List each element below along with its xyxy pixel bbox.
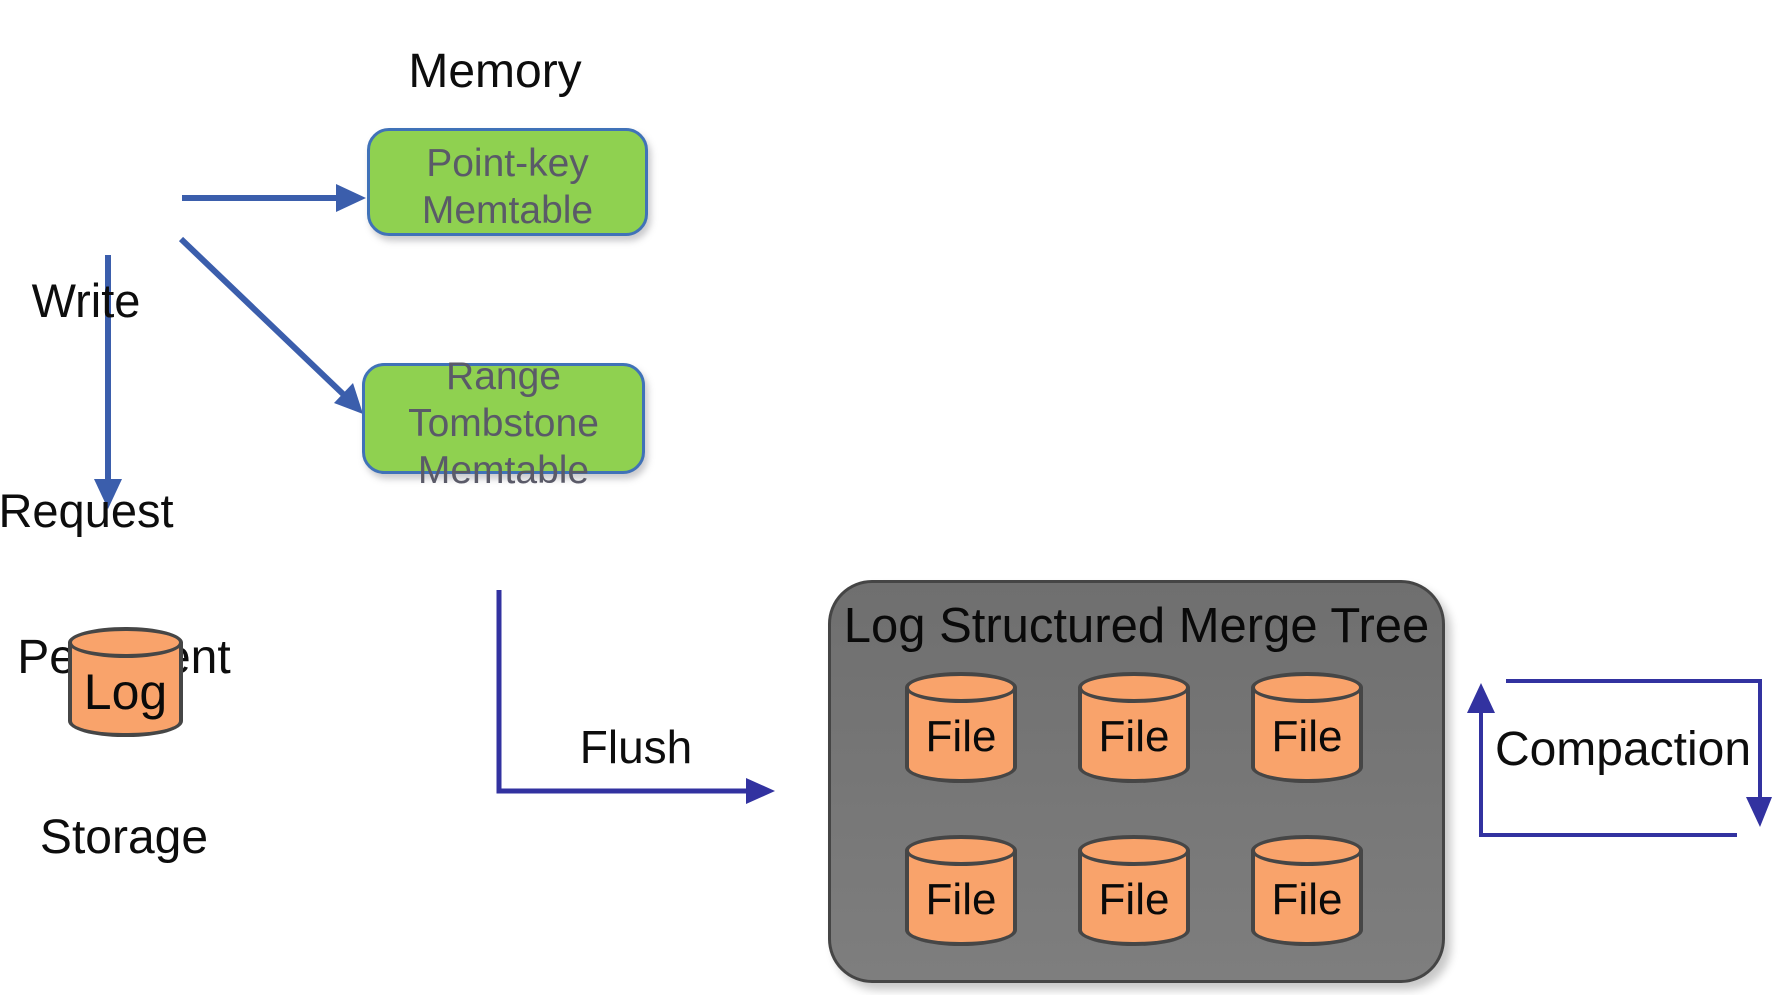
pointkey-memtable-line2: Memtable (421, 189, 594, 232)
cylinder-body (1078, 850, 1190, 946)
cylinder-body (1251, 850, 1363, 946)
file-cylinder-icon: File (905, 672, 1017, 783)
file-label: File (1271, 875, 1343, 924)
file-cylinder-icon: File (905, 835, 1017, 946)
flush-label: Flush (579, 721, 693, 773)
cylinder-top (1251, 672, 1363, 703)
cylinder-top (1078, 672, 1190, 703)
lsm-tree-box: Log Structured Merge Tree File File File… (828, 580, 1445, 983)
cylinder-body (905, 687, 1017, 783)
file-cylinder-icon: File (1078, 835, 1190, 946)
cylinder-body (905, 850, 1017, 946)
file-cylinder-icon: File (1251, 835, 1363, 946)
cylinder-body (1251, 687, 1363, 783)
write-request-label: Write Request (0, 126, 174, 686)
file-cylinder-icon: File (1251, 672, 1363, 783)
persistent-storage-line2: Storage (39, 811, 209, 864)
log-cylinder-icon: Log (68, 627, 183, 737)
write-request-line1: Write (31, 274, 141, 327)
file-label: File (925, 875, 997, 924)
rangetombstone-memtable-box: Range Tombstone Memtable (362, 355, 645, 492)
cylinder-top (1251, 835, 1363, 866)
cylinder-top (1078, 835, 1190, 866)
file-label: File (1098, 712, 1170, 761)
lsm-tree-title: Log Structured Merge Tree (843, 599, 1430, 653)
write-to-rangetombstone-arrow (178, 236, 363, 414)
persistent-storage-label: Persistent Storage (17, 508, 230, 988)
rangetombstone-memtable-line1: Range Tombstone (408, 355, 599, 445)
file-cylinder-icon: File (1078, 672, 1190, 783)
log-label: Log (83, 664, 168, 720)
compaction-label: Compaction (1494, 723, 1752, 776)
pointkey-memtable-line1: Point-key (426, 142, 589, 185)
cylinder-top (905, 835, 1017, 866)
pointkey-memtable-box: Point-key Memtable (367, 128, 648, 236)
cylinder-top (905, 672, 1017, 703)
rangetombstone-memtable-line2: Memtable (417, 449, 590, 492)
memory-heading: Memory (408, 45, 582, 98)
write-request-line2: Request (0, 484, 174, 537)
file-label: File (1098, 875, 1170, 924)
file-label: File (1271, 712, 1343, 761)
log-cylinder-top (68, 627, 183, 658)
file-label: File (925, 712, 997, 761)
cylinder-body (1078, 687, 1190, 783)
write-to-pointkey-arrow (182, 184, 366, 212)
